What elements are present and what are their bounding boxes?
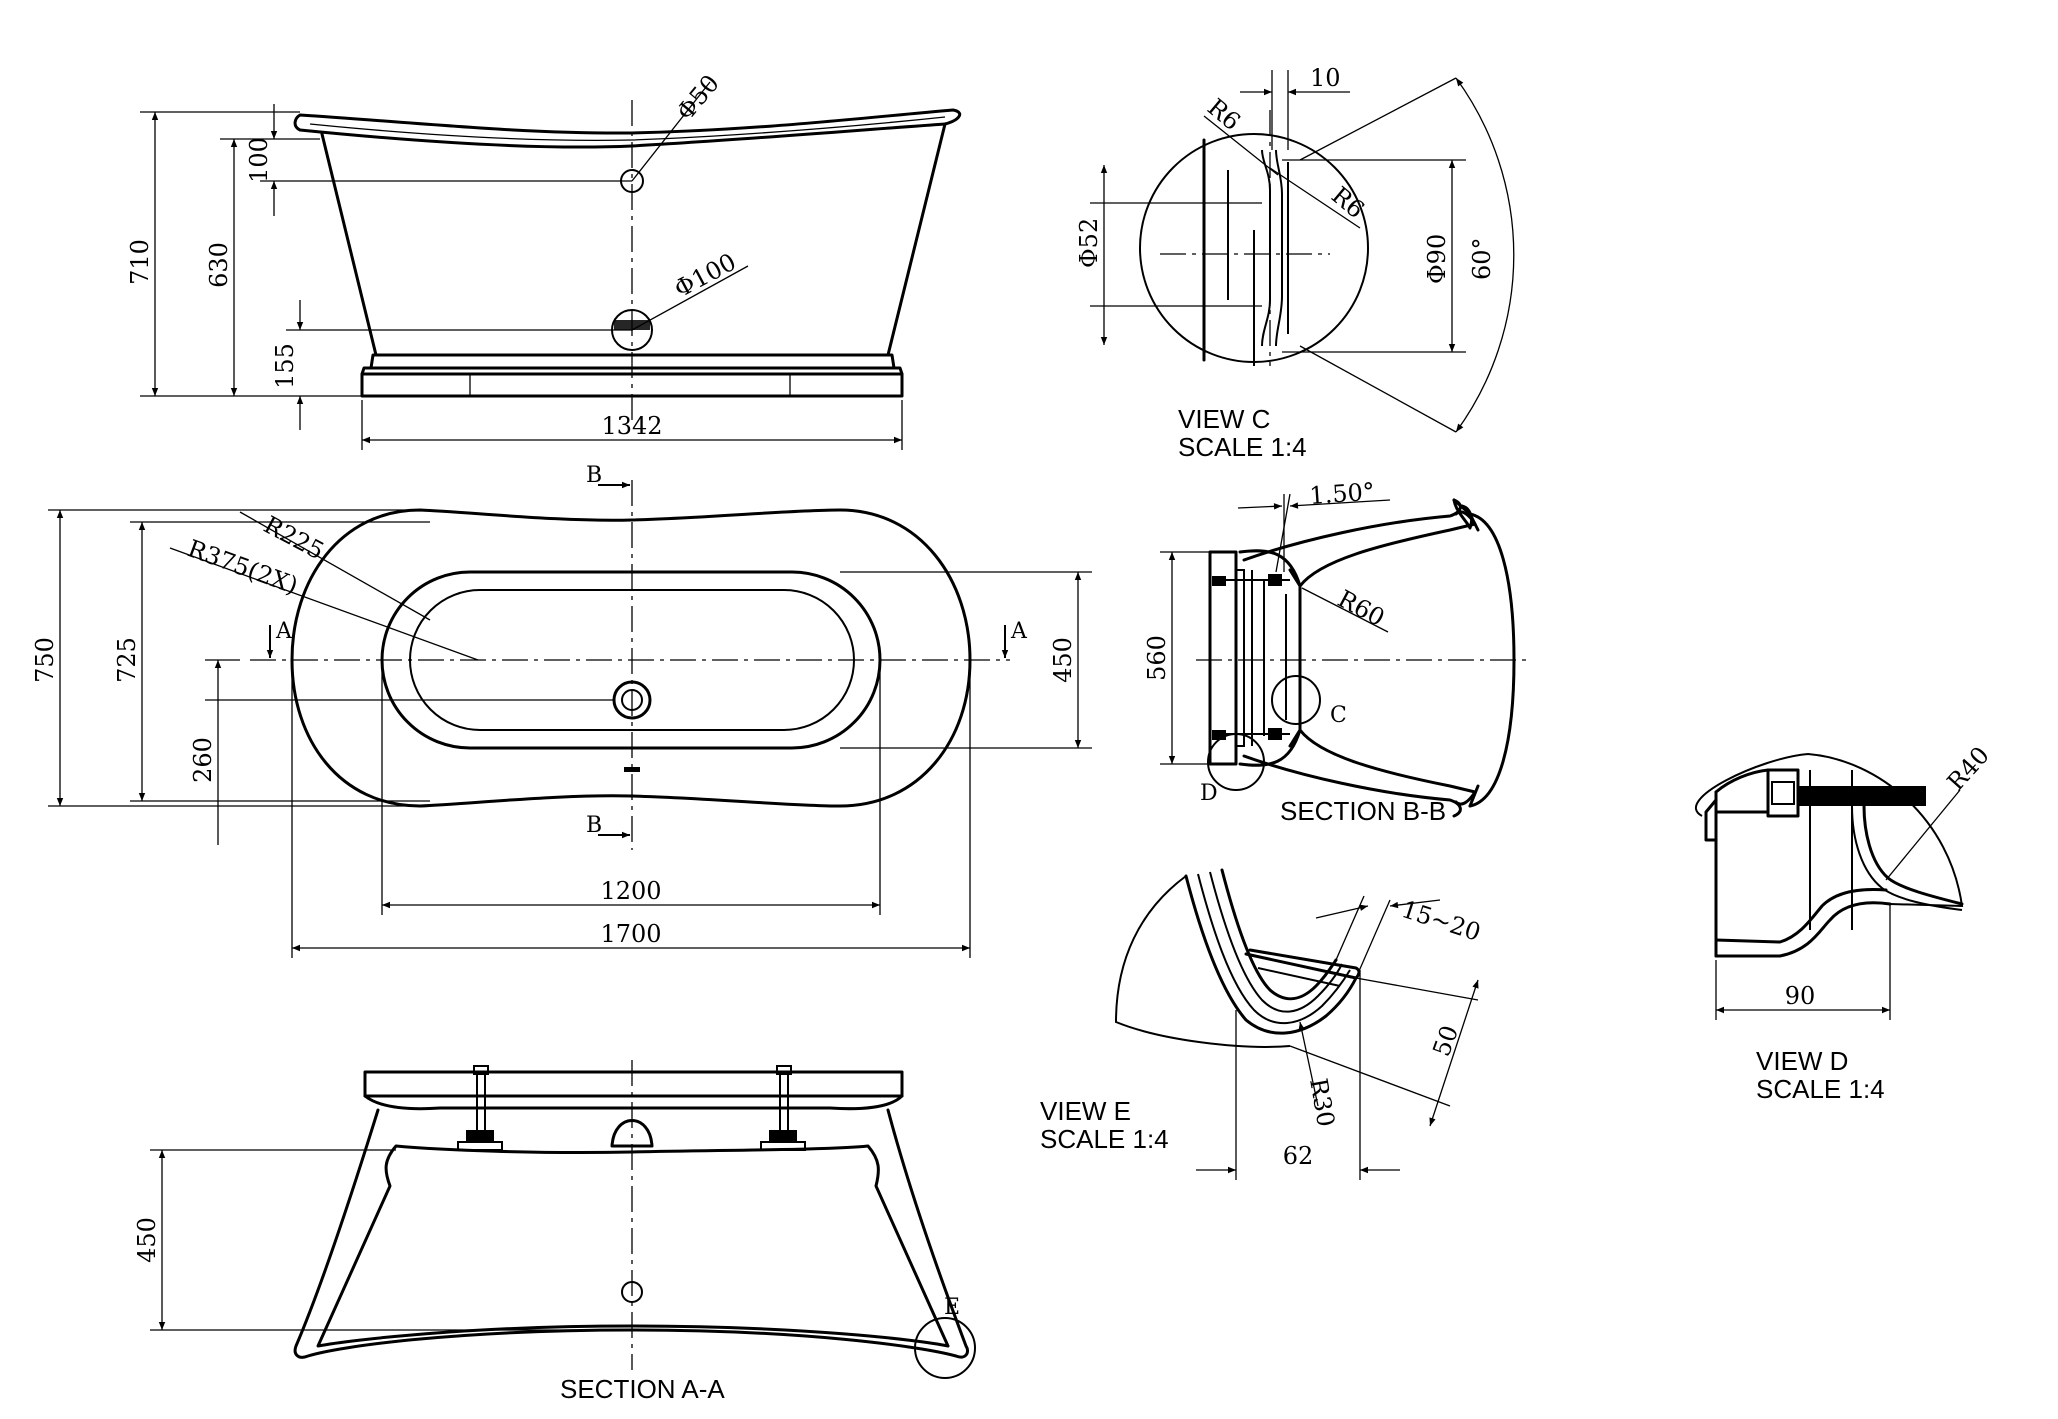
cut-a-left: A xyxy=(275,619,293,644)
dim-90: 90 xyxy=(1785,982,1816,1010)
view-c-scale: SCALE 1:4 xyxy=(1178,432,1307,462)
bolt-right xyxy=(760,1065,806,1151)
dim-1700: 1700 xyxy=(600,920,661,948)
cut-b-bottom: B xyxy=(586,813,602,838)
cut-b-top: B xyxy=(586,463,602,488)
dim-450: 450 xyxy=(1049,637,1077,683)
view-d-scale: SCALE 1:4 xyxy=(1756,1074,1885,1104)
dim-r6-a: R6 xyxy=(1202,93,1246,136)
view-c: 10 R6 R6 Φ52 Φ90 60° VIEW C SCALE 1:4 xyxy=(1075,64,1515,462)
detail-e-label: E xyxy=(944,1295,960,1320)
dim-725: 725 xyxy=(113,637,141,683)
dim-450-aa: 450 xyxy=(133,1217,161,1263)
view-e: 15~20 50 R30 62 VIEW E SCALE 1:4 xyxy=(1040,868,1484,1180)
dim-r60: R60 xyxy=(1333,585,1389,633)
detail-c-label: C xyxy=(1330,703,1347,728)
dim-15-20: 15~20 xyxy=(1398,895,1484,947)
section-a-a: 450 E SECTION A-A xyxy=(133,1060,976,1404)
dim-50: 50 xyxy=(1427,1022,1464,1060)
dim-750: 750 xyxy=(31,637,59,683)
dim-150deg: 1.50° xyxy=(1308,477,1375,509)
section-a-a-title: SECTION A-A xyxy=(560,1374,725,1404)
dim-phi100: Φ100 xyxy=(670,248,741,303)
dim-phi52: Φ52 xyxy=(1075,218,1103,268)
dim-1200: 1200 xyxy=(600,877,661,905)
dim-710: 710 xyxy=(126,239,154,285)
view-c-title: VIEW C xyxy=(1178,404,1270,434)
dim-phi50: Φ50 xyxy=(671,69,725,125)
side-view: 710 630 100 155 1342 Φ50 Φ100 xyxy=(126,69,962,450)
view-d: R40 90 VIEW D SCALE 1:4 xyxy=(1694,741,1995,1104)
view-e-scale: SCALE 1:4 xyxy=(1040,1124,1169,1154)
section-b-b-title: SECTION B-B xyxy=(1280,796,1446,826)
dim-62: 62 xyxy=(1283,1142,1314,1170)
section-b-b: 1.50° R60 560 C D SECTION B-B xyxy=(1143,477,1530,826)
cut-a-right: A xyxy=(1010,619,1028,644)
dim-10: 10 xyxy=(1310,64,1341,92)
dim-60deg: 60° xyxy=(1468,237,1496,280)
view-e-title: VIEW E xyxy=(1040,1096,1131,1126)
top-view: 750 725 450 260 1200 1700 R225 R375(2X) … xyxy=(31,463,1092,958)
dim-r225: R225 xyxy=(259,511,329,566)
dim-100: 100 xyxy=(245,137,273,183)
dim-r40: R40 xyxy=(1942,741,1995,796)
detail-d-label: D xyxy=(1200,781,1218,806)
dim-560: 560 xyxy=(1143,635,1171,681)
view-d-title: VIEW D xyxy=(1756,1046,1848,1076)
dim-phi90: Φ90 xyxy=(1423,234,1451,284)
dim-1342: 1342 xyxy=(601,412,662,440)
bolt-left xyxy=(457,1065,503,1151)
dim-630: 630 xyxy=(205,242,233,288)
dim-155: 155 xyxy=(271,343,299,389)
dim-260: 260 xyxy=(189,737,217,783)
dim-r30: R30 xyxy=(1304,1076,1340,1129)
